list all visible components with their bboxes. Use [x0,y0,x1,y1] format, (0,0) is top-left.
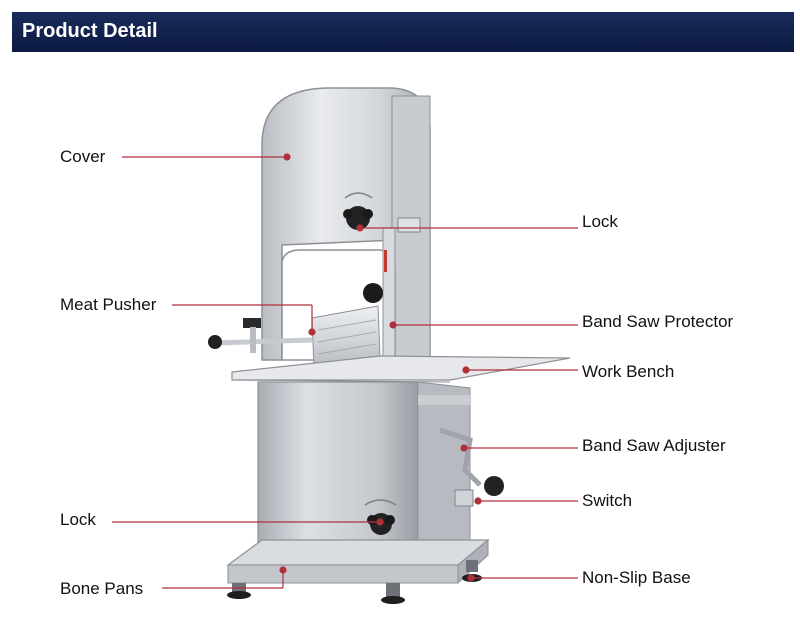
header-bar: Product Detail [12,12,794,52]
marker-switch [474,497,482,505]
label-band-saw-adjuster: Band Saw Adjuster [582,436,726,455]
marker-band-saw-protector [389,321,397,329]
label-meat-pusher: Meat Pusher [60,295,157,314]
base-front [227,564,459,584]
marker-lock-bottom [376,518,384,526]
marker-cover [283,153,291,161]
blade-guide-arm [382,227,396,361]
guide-clamp [397,217,421,233]
marker-work-bench [462,366,470,374]
label-lock-top: Lock [582,212,618,231]
label-switch: Switch [582,491,633,510]
pusher-handle-knob [208,335,222,349]
marker-lock-top [356,224,364,232]
leader-lines [112,153,578,589]
label-non-slip-base: Non-Slip Base [582,568,691,587]
lower-body-side [417,381,471,543]
foot-back-right [466,560,478,572]
label-lock-bottom: Lock [60,510,96,529]
label-work-bench: Work Bench [582,362,675,381]
marker-band-saw-adjuster [460,444,468,452]
foot-front-right [386,583,400,597]
marker-non-slip-base [467,574,475,582]
ball-knob [363,283,383,303]
adjuster-handle [439,427,482,487]
work-bench-top [231,355,571,381]
red-scale [384,250,387,272]
label-cover: Cover [60,147,106,166]
marker-bone-pans [279,566,287,574]
adjuster-knob [484,476,504,496]
bone-pan-tray [226,539,490,566]
switch-box [454,489,474,507]
header-title: Product Detail [22,20,158,42]
marker-meat-pusher [308,328,316,336]
label-band-saw-protector: Band Saw Protector [582,312,734,331]
label-bone-pans: Bone Pans [60,579,144,598]
pusher-rod [214,337,313,346]
